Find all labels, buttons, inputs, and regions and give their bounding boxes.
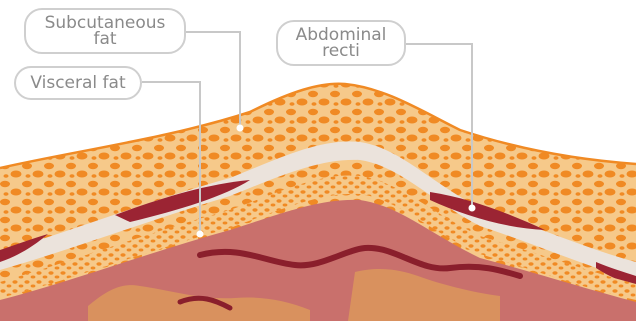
label-visceral-fat-line1: Visceral fat	[30, 75, 125, 91]
label-abdominal-recti: Abdominal recti	[276, 20, 406, 66]
label-subcutaneous-fat: Subcutaneous fat	[24, 8, 186, 54]
leader-subcutaneous-fat	[186, 32, 240, 126]
label-subcutaneous-fat-line2: fat	[93, 31, 116, 47]
label-abdominal-recti-line2: recti	[322, 43, 360, 59]
label-visceral-fat: Visceral fat	[14, 66, 142, 100]
